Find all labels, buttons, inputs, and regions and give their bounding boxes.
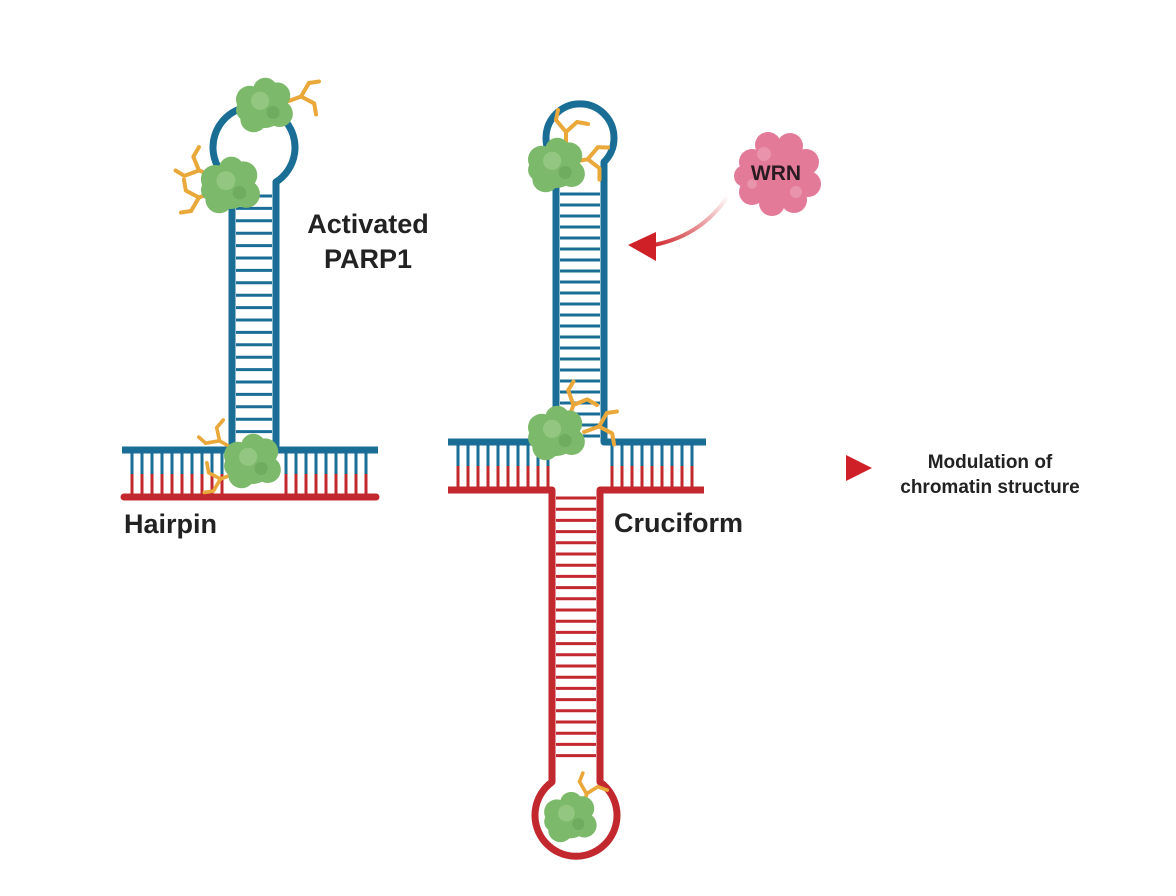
cruciform-right-duplex-rungs — [610, 444, 694, 488]
par-chain-icon — [582, 409, 619, 447]
cruciform-lower-stem-rungs — [556, 496, 596, 758]
hairpin-stem-rungs — [236, 194, 272, 434]
par-chain-icon — [196, 418, 234, 450]
parp1-protein-icon — [200, 156, 260, 214]
par-chain-icon — [284, 79, 321, 117]
modulation-arrow-head-icon — [846, 455, 872, 481]
wrn-arrow-head-icon — [628, 232, 656, 261]
parp1-protein-icon — [527, 137, 585, 193]
cruciform-label: Cruciform — [614, 508, 743, 538]
modulation-label-line2: chromatin structure — [900, 477, 1079, 498]
wrn-curved-arrow-icon — [647, 194, 730, 248]
cruciform-upper-stem-rungs — [560, 192, 600, 438]
activated-parp1-label-line1: Activated — [307, 209, 429, 239]
cruciform-structure — [448, 100, 706, 860]
wrn-label: WRN — [751, 162, 801, 185]
hairpin-label: Hairpin — [124, 509, 217, 539]
activated-parp1-label-line2: PARP1 — [324, 244, 412, 274]
cruciform-bottom-strand — [448, 486, 704, 860]
parp1-protein-icon — [223, 433, 281, 489]
wrn-protein-icon — [734, 132, 821, 216]
parp1-protein-icon — [544, 791, 597, 843]
parp1-protein-icon — [527, 405, 585, 461]
parp1-complexes — [173, 77, 619, 843]
parp1-protein-icon — [235, 77, 293, 133]
modulation-label-line1: Modulation of — [928, 452, 1053, 473]
hairpin-top-strand — [122, 102, 378, 454]
hairpin-structure — [120, 102, 380, 501]
